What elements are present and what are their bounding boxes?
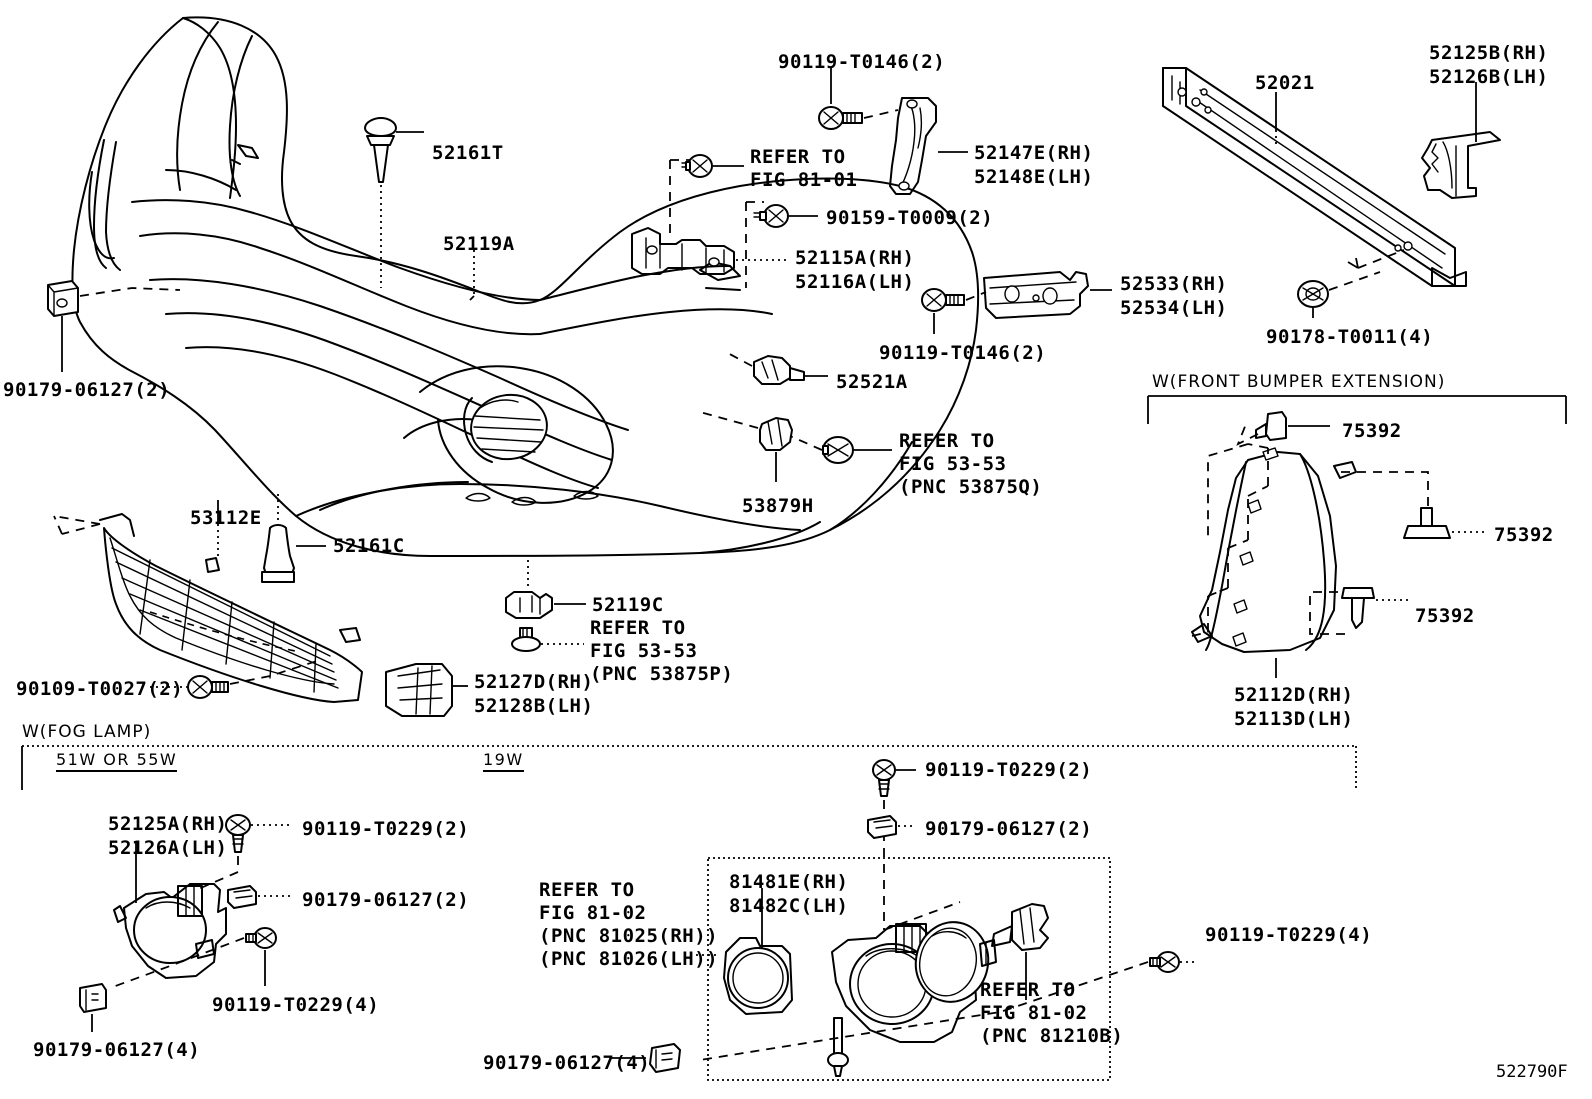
part-clip-52161t — [364, 117, 424, 288]
callout-52119c: 52119C — [592, 594, 664, 616]
part-bolt-53875p — [511, 627, 584, 652]
callout-90119-t0146-2-mid: 90119-T0146(2) — [879, 342, 1047, 364]
callout-90179-06127-4-left: 90179-06127(4) — [33, 1039, 201, 1061]
callout-81481e-81482c: 81481E(RH) 81482C(LH) — [729, 871, 849, 917]
callout-90178-t0011-4: 90178-T0011(4) — [1266, 326, 1434, 348]
part-bracket-52119c — [505, 560, 586, 619]
callout-52125a-52126a: 52125A(RH) 52126A(LH) — [108, 813, 228, 859]
section-box-fog-lamp — [21, 745, 1357, 790]
part-bracket-52147e — [889, 97, 968, 195]
part-clip-52521a — [725, 351, 828, 385]
callout-52161c: 52161C — [333, 535, 405, 557]
callout-75392-top: 75392 — [1342, 420, 1402, 442]
callout-90119-t0229-2-left: 90119-T0229(2) — [302, 818, 470, 840]
subsection-box-19w — [707, 857, 1111, 1081]
part-bracket-52533 — [983, 271, 1112, 319]
callout-refer-fig-81-01: REFER TO FIG 81-01 — [750, 146, 858, 191]
part-screw-90119-t0229-4-right — [699, 951, 1198, 1061]
part-extension-52112d — [1191, 443, 1357, 678]
part-bracket-52115a — [631, 227, 788, 275]
callout-90179-06127-2-left: 90179-06127(2) — [302, 889, 470, 911]
part-bracket-52125b — [1421, 82, 1501, 199]
part-retainer-90179-06127-left — [47, 280, 181, 372]
part-cover-52127d — [385, 663, 468, 717]
subheading-51w-or-55w: 51W OR 55W — [56, 750, 178, 772]
part-screw-90109-t0027 — [150, 659, 321, 699]
part-bumper-cover-52119a — [71, 16, 980, 557]
part-screw-90119-t0146-mid — [921, 288, 987, 334]
part-clip-53879h — [699, 411, 793, 482]
section-box-front-bumper-extension — [1147, 395, 1567, 424]
callout-52147e-52148e: 52147E(RH) 52148E(LH) — [974, 142, 1094, 188]
part-screw-90119-t0146-top — [818, 68, 899, 130]
part-retainer-90179-06127-2-right — [867, 815, 916, 839]
part-retainer-90179-06127-4-bottom — [610, 1043, 681, 1073]
callout-53112e: 53112E — [190, 507, 262, 529]
subheading-19w: 19W — [483, 750, 524, 772]
part-screw-90159-t0009 — [745, 201, 818, 288]
part-screw-90119-t0229-2-left — [195, 814, 292, 891]
callout-52112d-52113d: 52112D(RH) 52113D(LH) — [1234, 684, 1354, 730]
callout-refer-fig-81-02-right: REFER TO FIG 81-02 (PNC 81210B) — [980, 979, 1124, 1047]
part-clip-75392-low — [1309, 587, 1408, 635]
callout-52533-52534: 52533(RH) 52534(LH) — [1120, 273, 1228, 319]
callout-53879h: 53879H — [742, 495, 814, 517]
callout-90119-t0146-2-top: 90119-T0146(2) — [778, 51, 946, 73]
part-screw-90119-t0229-2-right — [872, 759, 961, 931]
part-nut-90178-t0011 — [1297, 249, 1405, 318]
part-retainer-90179-06127-4-left — [79, 983, 107, 1032]
callout-90119-t0229-4-left: 90119-T0229(4) — [212, 994, 380, 1016]
callout-refer-fig-53-53-pnc-53875p: REFER TO FIG 53-53 (PNC 53875P) — [590, 617, 734, 685]
callout-52119a: 52119A — [443, 233, 515, 255]
callout-52521a: 52521A — [836, 371, 908, 393]
part-clip-75392-top — [1236, 411, 1330, 446]
part-lower-grille-53112e — [53, 513, 363, 703]
part-bulb-81210b — [991, 903, 1049, 1000]
callout-90159-t0009-2: 90159-T0009(2) — [826, 207, 994, 229]
part-clip-75392-mid — [1338, 471, 1486, 539]
part-foglamp-cover-52125a — [113, 842, 227, 979]
callout-52021: 52021 — [1255, 72, 1315, 94]
part-bolt-53875q — [789, 435, 892, 464]
diagram-code: 522790F — [1496, 1062, 1568, 1082]
callout-90179-06127-4-bottom: 90179-06127(4) — [483, 1052, 651, 1074]
leader-52119a-tip — [469, 295, 475, 301]
callout-75392-mid: 75392 — [1494, 524, 1554, 546]
callout-90179-06127-2-right: 90179-06127(2) — [925, 818, 1093, 840]
callout-75392-low: 75392 — [1415, 605, 1475, 627]
part-clip-52161c — [261, 490, 326, 583]
callout-90119-t0229-4-right: 90119-T0229(4) — [1205, 924, 1373, 946]
callout-52161t: 52161T — [432, 142, 504, 164]
part-screw-90119-t0229-4-left — [109, 927, 277, 989]
part-reinforcement-52021 — [1162, 67, 1467, 287]
callout-refer-fig-53-53-pnc-53875q: REFER TO FIG 53-53 (PNC 53875Q) — [899, 430, 1043, 498]
callout-52127d-52128b: 52127D(RH) 52128B(LH) — [474, 671, 594, 717]
section-label-front-bumper-extension: W(FRONT BUMPER EXTENSION) — [1152, 372, 1446, 392]
callout-refer-fig-81-02-left: REFER TO FIG 81-02 (PNC 81025(RH)) (PNC … — [539, 879, 719, 970]
part-screw-refer-81-01 — [669, 154, 744, 236]
part-foglamp-81481e — [723, 888, 997, 1077]
callout-52115a-52116a: 52115A(RH) 52116A(LH) — [795, 247, 915, 293]
callout-90179-06127-2-left: 90179-06127(2) — [3, 379, 171, 401]
part-retainer-90179-06127-2-left — [227, 885, 292, 909]
callout-90109-t0027-2: 90109-T0027(2) — [16, 678, 184, 700]
section-label-fog-lamp: W(FOG LAMP) — [22, 722, 152, 742]
callout-90119-t0229-2-right: 90119-T0229(2) — [925, 759, 1093, 781]
callout-52125b-52126b: 52125B(RH) 52126B(LH) — [1429, 42, 1549, 88]
